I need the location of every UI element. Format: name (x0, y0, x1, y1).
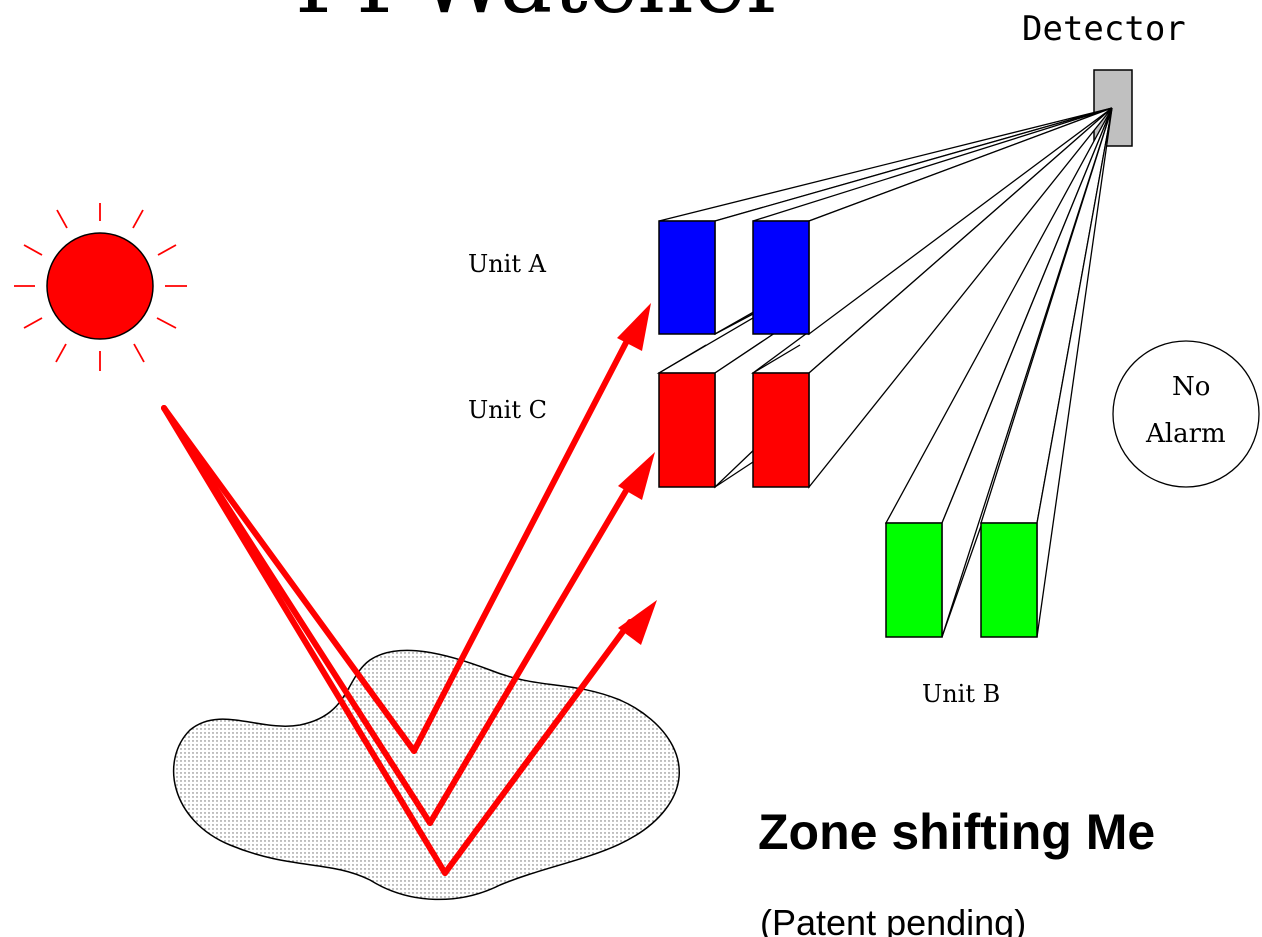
unit-a-zone (658, 107, 1113, 336)
alarm-status-line2: Alarm (1145, 419, 1226, 449)
unit-a-label: Unit A (468, 250, 547, 278)
unit-a-block-2 (752, 220, 810, 335)
unit-b-label: Unit B (922, 680, 1000, 708)
caption-note: (Patent pending) (760, 902, 1026, 937)
page-title: FFWatcher (295, 0, 789, 33)
sun-icon (14, 203, 187, 371)
unit-c-block-2 (752, 372, 810, 488)
unit-c-label: Unit C (468, 396, 547, 424)
incident-rays (161, 405, 448, 876)
water-puddle (172, 649, 680, 901)
prism-edges (658, 313, 982, 638)
ray-arrowheads (617, 303, 657, 645)
alarm-status-line1: No (1172, 372, 1210, 402)
unit-b-block-2 (980, 522, 1038, 638)
unit-b-block-1 (885, 522, 943, 638)
unit-a-block-1 (658, 220, 716, 335)
alarm-status-circle (1112, 340, 1260, 488)
unit-c-block-1 (658, 372, 716, 488)
detector-label: Detector (1022, 9, 1186, 49)
caption-heading: Zone shifting Me (758, 804, 1155, 860)
reflected-rays (411, 332, 633, 876)
unit-b-zone (884, 107, 1113, 638)
